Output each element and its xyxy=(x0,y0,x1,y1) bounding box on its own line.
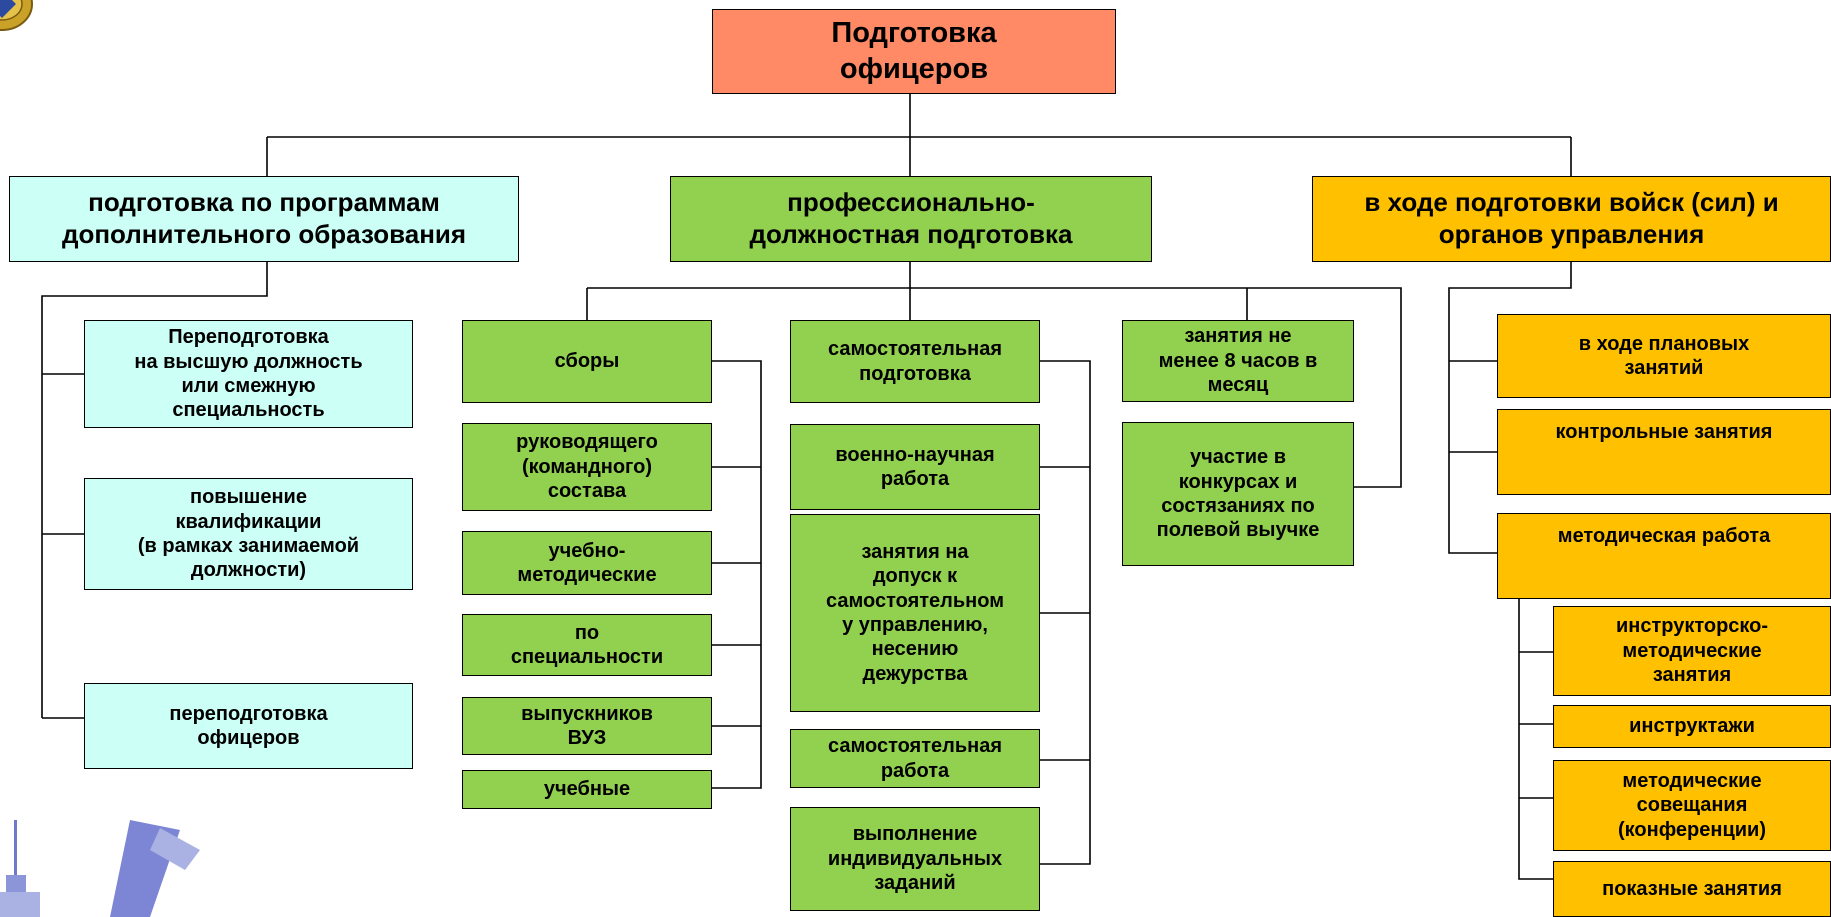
item-briefings: инструктажи xyxy=(1553,705,1831,748)
item-military-science-work: военно-научная работа xyxy=(790,424,1040,510)
item-admission-classes: занятия на допуск к самостоятельном у уп… xyxy=(790,514,1040,712)
item-methodical-meetings: методические совещания (конференции) xyxy=(1553,760,1831,851)
item-competitions: участие в конкурсах и состязаниях по пол… xyxy=(1122,422,1354,566)
item-qualification-upgrade: повышение квалификации (в рамках занимае… xyxy=(84,478,413,590)
root-officer-training: Подготовка офицеров xyxy=(712,9,1116,94)
item-control-classes: контрольные занятия xyxy=(1497,409,1831,495)
item-demo-classes: показные занятия xyxy=(1553,861,1831,917)
item-sbory-methodical: учебно- методические xyxy=(462,531,712,595)
item-sbory-educational: учебные xyxy=(462,770,712,809)
item-independent-work: самостоятельная работа xyxy=(790,729,1040,788)
emblem-logo xyxy=(0,0,33,31)
item-instructor-methodical: инструкторско- методические занятия xyxy=(1553,606,1831,696)
branch-professional-training: профессионально- должностная подготовка xyxy=(670,176,1152,262)
item-officer-retraining: переподготовка офицеров xyxy=(84,683,413,769)
group-self-training: самостоятельная подготовка xyxy=(790,320,1040,403)
branch-additional-education: подготовка по программам дополнительного… xyxy=(9,176,519,262)
item-sbory-specialty: по специальности xyxy=(462,614,712,676)
item-monthly-classes: занятия не менее 8 часов в месяц xyxy=(1122,320,1354,402)
item-methodical-work: методическая работа xyxy=(1497,513,1831,599)
city-spire-logo xyxy=(0,820,200,917)
branch-troops-training: в ходе подготовки войск (сил) и органов … xyxy=(1312,176,1831,262)
item-planned-classes: в ходе плановых занятий xyxy=(1497,314,1831,398)
group-sbory: сборы xyxy=(462,320,712,403)
item-individual-tasks: выполнение индивидуальных заданий xyxy=(790,807,1040,911)
item-sbory-leadership: руководящего (командного) состава xyxy=(462,423,712,511)
item-retraining-higher-position: Переподготовка на высшую должность или с… xyxy=(84,320,413,428)
item-sbory-graduates: выпускников ВУЗ xyxy=(462,697,712,755)
